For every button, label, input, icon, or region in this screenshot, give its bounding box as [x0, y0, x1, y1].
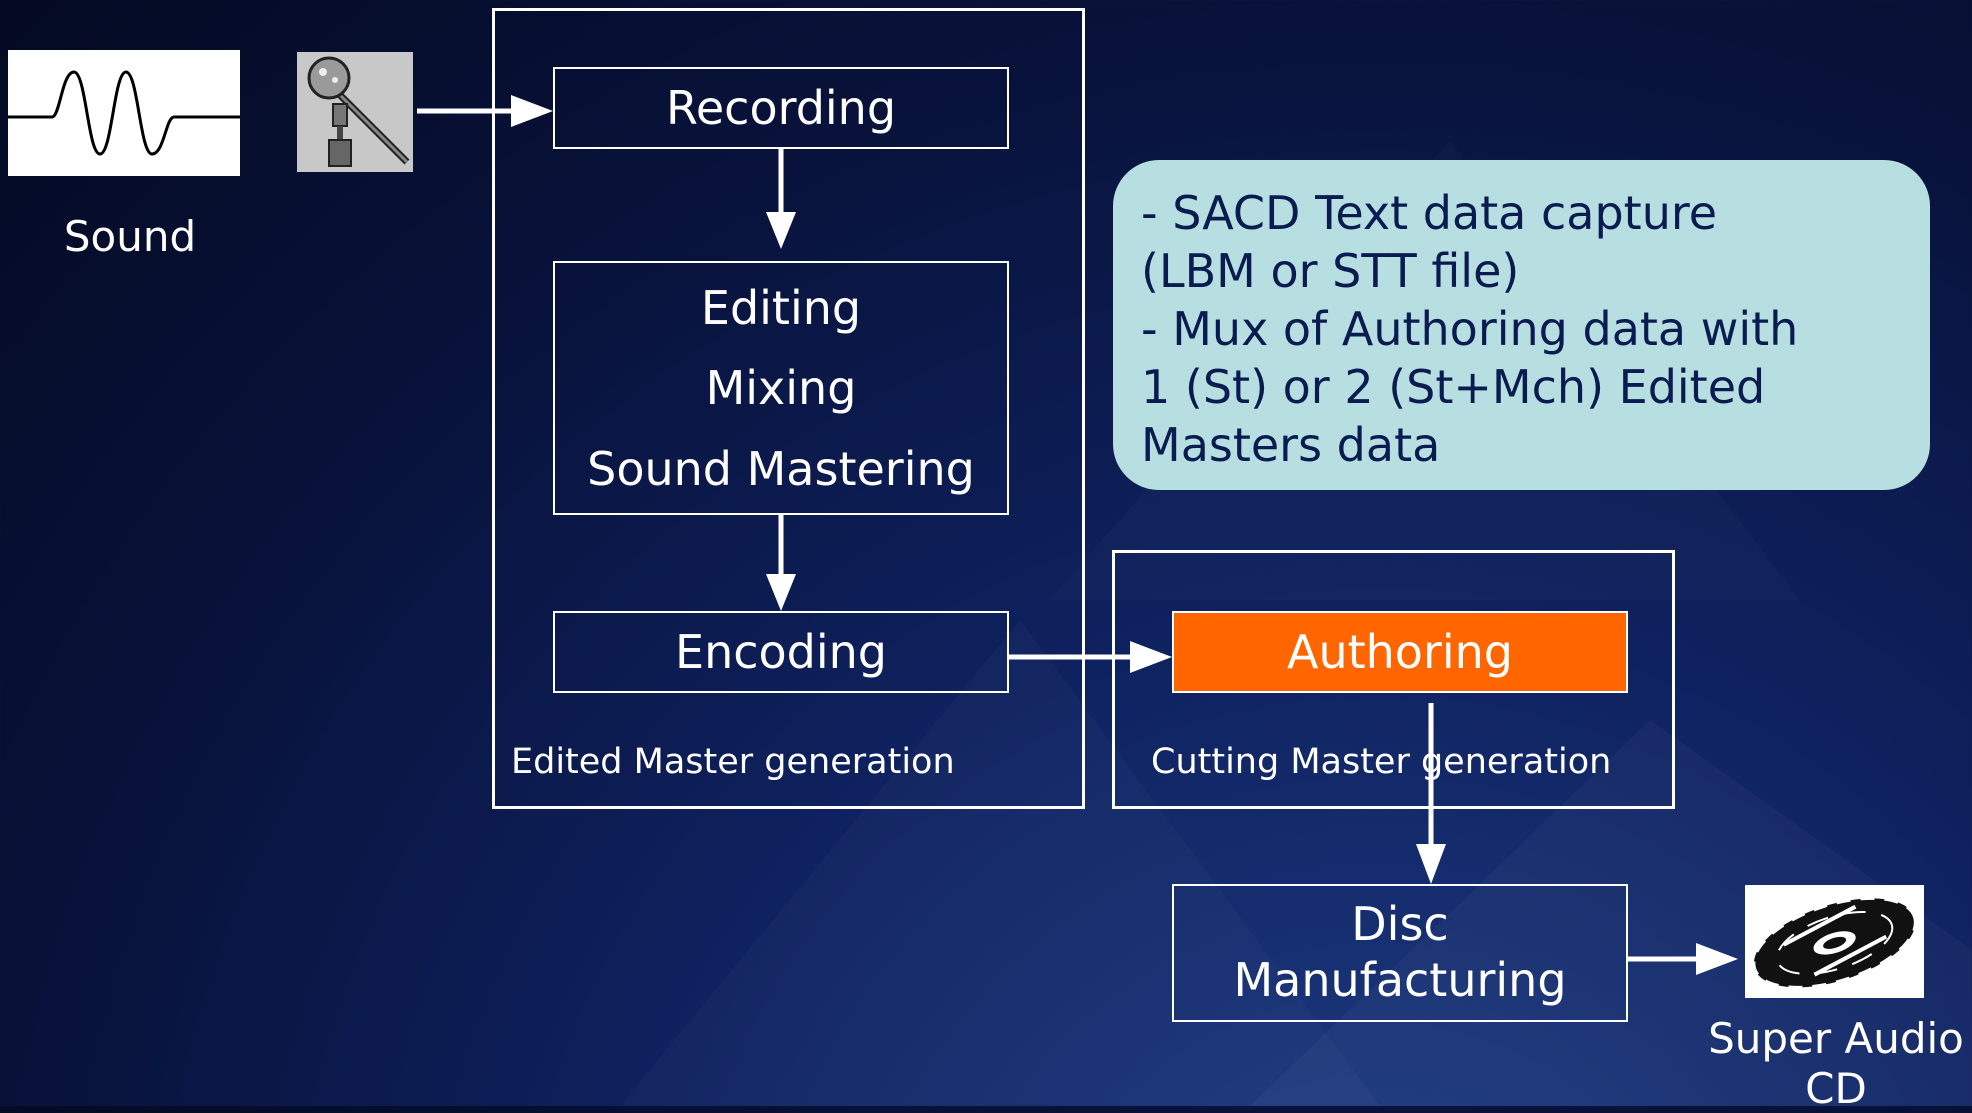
recording-label: Recording — [665, 81, 897, 135]
sound-label: Sound — [63, 212, 197, 261]
mixing-label: Mixing — [705, 361, 857, 415]
sound-wave-icon — [8, 50, 240, 176]
sound-mastering-label: Sound Mastering — [587, 442, 975, 496]
microphone-icon — [297, 52, 413, 172]
authoring-label: Authoring — [1286, 625, 1513, 679]
manufacturing-label: Manufacturing — [1233, 953, 1567, 1007]
edited-master-caption: Edited Master generation — [511, 742, 955, 782]
disc-label: Disc — [1351, 897, 1449, 951]
encoding-box: Encoding — [553, 611, 1009, 693]
authoring-box: Authoring — [1172, 611, 1628, 693]
cutting-master-caption: Cutting Master generation — [1151, 742, 1612, 782]
callout-tail — [1586, 420, 1790, 488]
sacd-label-line-2: CD — [1805, 1064, 1867, 1113]
callout-line-5: Masters data — [1141, 418, 1441, 472]
sacd-text-callout: - SACD Text data capture (LBM or STT fil… — [1113, 160, 1930, 490]
callout-line-1: - SACD Text data capture — [1141, 186, 1718, 240]
callout-line-2: (LBM or STT file) — [1141, 244, 1520, 298]
disc-manufacturing-box — [1172, 884, 1628, 1022]
editing-label: Editing — [700, 281, 862, 335]
recording-box: Recording — [553, 67, 1009, 149]
encoding-label: Encoding — [675, 625, 887, 679]
callout-line-4: 1 (St) or 2 (St+Mch) Edited — [1141, 360, 1766, 414]
cutting-master-group — [1112, 550, 1675, 809]
sacd-label-line-1: Super Audio — [1708, 1014, 1964, 1063]
editing-box — [553, 261, 1009, 515]
disc-icon — [1745, 885, 1924, 998]
callout-line-3: - Mux of Authoring data with — [1141, 302, 1799, 356]
edited-master-group — [492, 8, 1085, 809]
